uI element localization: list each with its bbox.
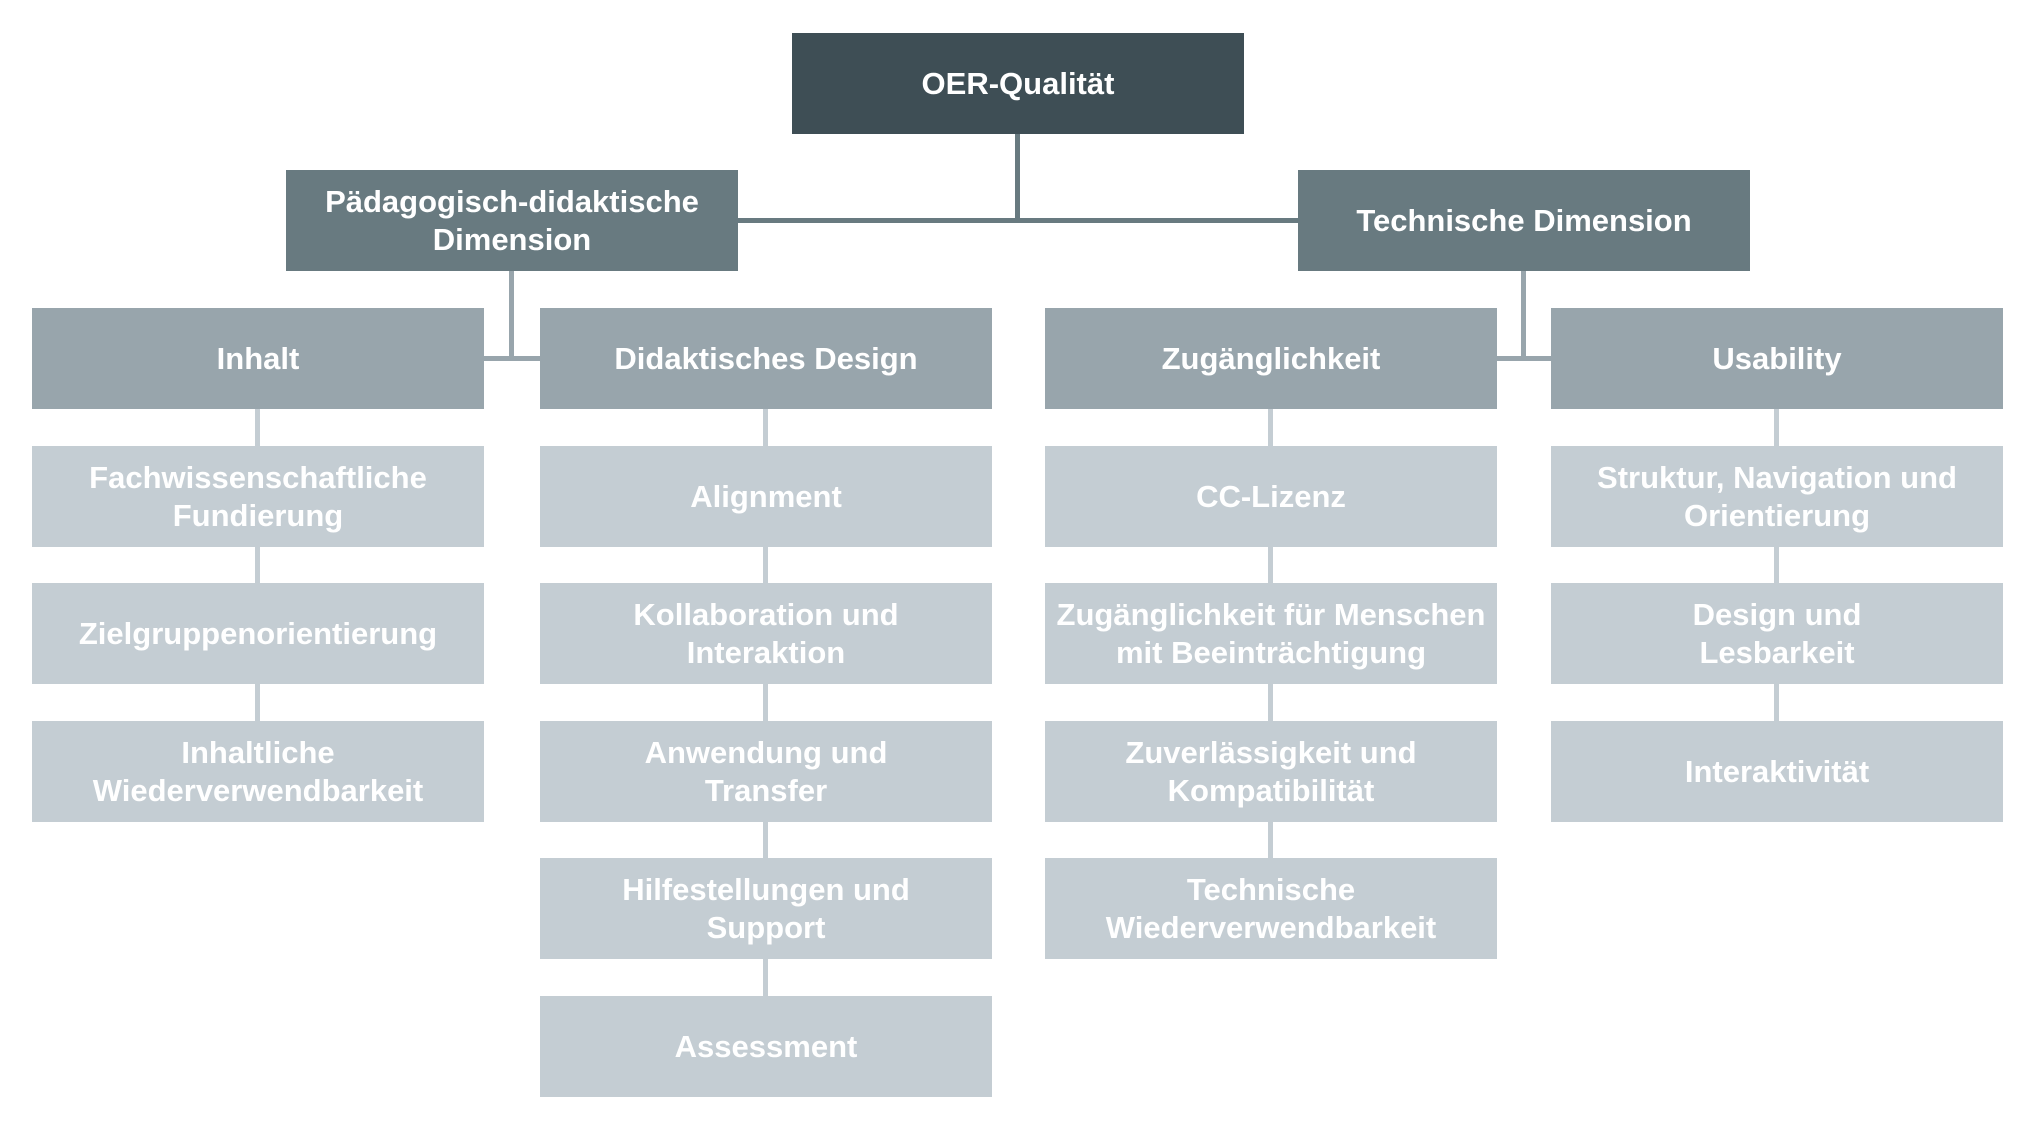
item-fachwissenschaftliche-fundierung: Fachwissenschaftliche Fundierung	[32, 446, 484, 547]
connector-col3-header-item1	[1268, 409, 1273, 446]
connector-dimensions-horizontal	[735, 218, 1300, 223]
connector-col4-item1-item2	[1774, 547, 1779, 583]
connector-col3-item2-item3	[1268, 684, 1273, 721]
item-inhaltliche-wiederverwendbarkeit: Inhaltliche Wiederverwendbarkeit	[32, 721, 484, 822]
connector-col2-item4-item5	[763, 959, 768, 996]
item-zielgruppenorientierung: Zielgruppenorientierung	[32, 583, 484, 684]
box-paedagogisch-didaktische-dimension: Pädagogisch-didaktische Dimension	[286, 170, 738, 271]
connector-col2-item2-item3	[763, 684, 768, 721]
item-kollaboration-und-interaktion: Kollaboration und Interaktion	[540, 583, 992, 684]
item-anwendung-und-transfer: Anwendung und Transfer	[540, 721, 992, 822]
connector-col1-item2-item3	[255, 684, 260, 721]
connector-zugaenglichkeit-usability-bridge	[1497, 356, 1551, 361]
connector-paedagogisch-vertical	[509, 271, 514, 359]
item-zugaenglichkeit-fuer-menschen: Zugänglichkeit für Menschen mit Beeinträ…	[1045, 583, 1497, 684]
connector-col2-item3-item4	[763, 822, 768, 858]
connector-col1-item1-item2	[255, 547, 260, 583]
header-didaktisches-design: Didaktisches Design	[540, 308, 992, 409]
item-alignment: Alignment	[540, 446, 992, 547]
item-interaktivitaet: Interaktivität	[1551, 721, 2003, 822]
header-usability: Usability	[1551, 308, 2003, 409]
item-cc-lizenz: CC-Lizenz	[1045, 446, 1497, 547]
box-oer-qualitaet: OER-Qualität	[792, 33, 1244, 134]
item-assessment: Assessment	[540, 996, 992, 1097]
connector-technische-vertical	[1521, 271, 1526, 359]
connector-col1-header-item1	[255, 409, 260, 446]
connector-col2-item1-item2	[763, 547, 768, 583]
item-struktur-navigation-orientierung: Struktur, Navigation und Orientierung	[1551, 446, 2003, 547]
connector-col4-item2-item3	[1774, 684, 1779, 721]
connector-col3-item1-item2	[1268, 547, 1273, 583]
item-design-und-lesbarkeit: Design und Lesbarkeit	[1551, 583, 2003, 684]
connector-inhalt-didaktisches-bridge	[484, 356, 540, 361]
box-technische-dimension: Technische Dimension	[1298, 170, 1750, 271]
connector-root-vertical	[1015, 134, 1020, 218]
item-technische-wiederverwendbarkeit: Technische Wiederverwendbarkeit	[1045, 858, 1497, 959]
header-inhalt: Inhalt	[32, 308, 484, 409]
header-zugaenglichkeit: Zugänglichkeit	[1045, 308, 1497, 409]
connector-col3-item3-item4	[1268, 822, 1273, 858]
item-hilfestellungen-und-support: Hilfestellungen und Support	[540, 858, 992, 959]
item-zuverlaessigkeit-und-kompatibilitaet: Zuverlässigkeit und Kompatibilität	[1045, 721, 1497, 822]
connector-col4-header-item1	[1774, 409, 1779, 446]
connector-col2-header-item1	[763, 409, 768, 446]
